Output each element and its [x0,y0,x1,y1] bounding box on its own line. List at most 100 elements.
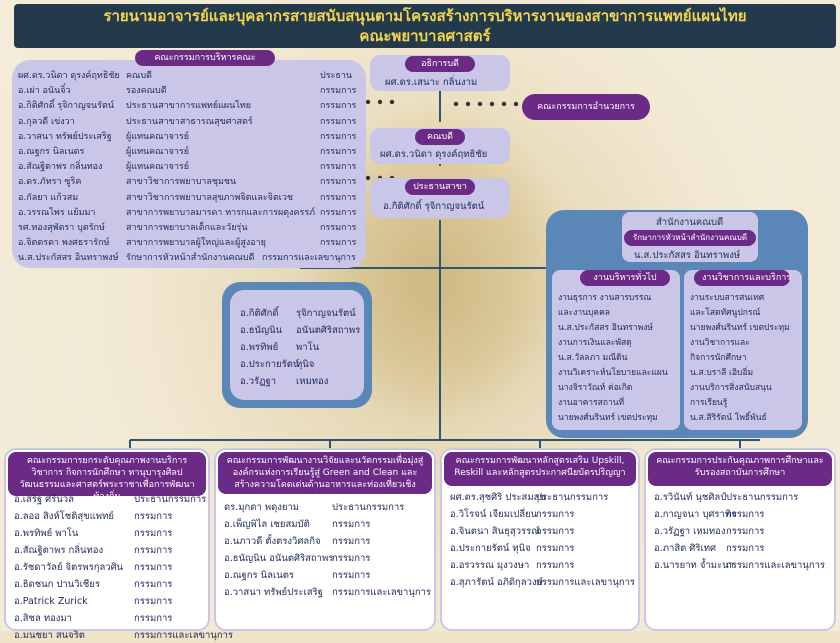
committee-member-name: อ.กาญจนา บุศราทิจ [654,509,737,520]
exec-member-position: รักษาการหัวหน้าสำนักงานคณบดี [126,253,255,264]
academic-item: นายพงศ์นรินทร์ เขตประทุม [690,323,790,333]
committee-member-name: ผศ.ดร.สุชศิริ ประสมสุข [450,492,546,503]
academic-item: น.ส.บราลี เอิบอิ่ม [690,368,754,378]
exec-member-name: อ.กัลยา แก้วสม [18,192,79,203]
exec-member-position: รองคณบดี [126,86,167,97]
general-item: งานอาคารสถานที่ [558,398,625,408]
chair-label: ประธานสาขา [405,179,475,195]
exec-member-role: กรรมการ [320,116,357,127]
exec-member-role: กรรมการ [320,177,357,188]
exec-member-role: กรรมการ [320,238,357,249]
exec-member-name: น.ส.ประกัสสร อินทราพงษ์ [18,253,119,264]
committee-member-name: อ.วิโรจน์ เจียมเปลี่ยน [450,509,538,520]
exec-member-name: อ.วาสนา ทรัพย์ประเสริฐ [18,131,112,142]
committee-member-name: อ.ณฐกร นิลเนตร [224,570,294,581]
committee-member-role: ประธานกรรมการ [134,494,207,505]
general-item: น.ส.วัลลภา มณีดิน [558,353,628,363]
exec-member-role: กรรมการและเลขานุการ [262,253,356,264]
committee-member-name: อ.วรัฏฐา เหมทอง [654,526,726,537]
executive-committee-panel [12,60,366,268]
committee-member-name: อ.อรวรรณ มุงวงษา [450,560,530,571]
exec-member-name: อ.ดร.ภัทรา ซูริค [18,177,82,188]
dean-office-subtitle: รักษาการหัวหน้าสำนักงานคณบดี [624,230,756,246]
committee-member-role: กรรมการ [134,579,173,590]
committee-member-name: ดร.มุกดา พดุงยาม [224,502,300,513]
faculty-member-first: อ.ธนัญนิน [240,325,283,336]
committee-member-name: อ.มนชยา สนจริต [14,630,85,641]
exec-member-role: กรรมการ [320,162,357,173]
dean-office-title: สำนักงานคณบดี [656,217,724,228]
committee-member-role: กรรมการ [134,596,173,607]
chair-name: อ.กิติศักดิ์ รุจิกาญจนรัตน์ [383,201,485,212]
faculty-member-first: อ.กิติศักดิ์ [240,308,279,319]
exec-member-name: อ.กุลวดี เข่งวา [18,116,75,127]
committee-member-role: กรรมการ [726,509,765,520]
faculty-member-last: เหมทอง [296,376,329,387]
committee-member-role: กรรมการ [536,526,575,537]
committee-member-name: อ.จินตนา สินธุสุวรรณ์ [450,526,541,537]
exec-member-position: ประธานสาขาการแพทย์แผนไทย [126,101,252,112]
committee-member-role: กรรมการและเลขานุการ [726,560,826,571]
exec-member-role: กรรมการ [320,147,357,157]
exec-member-name: อ.เผ่า อนันจิ๋ว [18,86,71,97]
committee-member-name: อ.พรทิพย์ พาโน [14,528,79,539]
committee-member-role: กรรมการและเลขานุการ [134,630,234,641]
exec-member-role: กรรมการ [320,192,357,203]
committee-member-name: อ.รวินันท์ นุชศิลป์ [654,492,727,503]
page-title: รายนามอาจารย์และบุคลากรสายสนับสนุนตามโคร… [103,7,747,25]
rector-name: ผศ.ดร.เสนาะ กลิ่นงาม [385,77,478,88]
exec-member-name: รศ.ทองสุพัตรา บุตรักษ์ [18,223,105,233]
committee-member-role: กรรมการ [536,509,575,520]
exec-member-position: ประธานสาขาสาธารณสุขศาสตร์ [126,116,253,127]
committee-member-name: อ.นารยาท จ้ำมะนา [654,560,734,571]
committee-member-role: กรรมการ [536,560,575,571]
page-subtitle: คณะพยาบาลศาสตร์ [359,27,491,45]
committee-header: คณะกรรมการพัฒนาหลักสูตรเสริม Upskill, Re… [444,452,636,486]
committee-member-role: กรรมการ [134,528,173,539]
committee-member-name: อ.Patrick Zurick [14,596,88,607]
general-item: น.ส.ประกัสสร อินทราพงษ์ [558,323,653,333]
exec-member-name: อ.วรรณไพร แย้มมา [18,207,96,218]
general-item: งานการเงินและพัสดุ [558,338,632,348]
committee-member-role: กรรมการ [134,562,173,573]
exec-member-position: ผู้แทนคณาจารย์ [126,147,190,157]
exec-member-role: กรรมการ [320,207,357,218]
page-title-banner: รายนามอาจารย์และบุคลากรสายสนับสนุนตามโคร… [14,4,836,48]
committee-member-role: กรรมการ [134,511,173,522]
committee-member-name: อ.ธนัญนิน อนันตศิริสถาพร [224,553,334,564]
exec-member-role: ประธาน [320,71,353,81]
exec-member-position: ผู้แทนคณาจารย์ [126,131,190,142]
committee-member-name: อ.ประกายรัตน์ ทุนิจ [450,543,531,554]
faculty-member-first: อ.ประกายรัตน์ [240,359,300,370]
committee-member-role: กรรมการ [332,536,371,547]
committee-member-name: อ.วาสนา ทรัพย์ประเสริฐ [224,587,323,598]
academic-item: งานระบบสารสนเทศ [690,293,765,303]
academic-item: กิจการนักศึกษา [690,353,747,363]
dean-label: คณบดี [415,129,465,145]
exec-member-position: คณบดี [126,71,152,81]
dean-office-head-name: น.ส.ประกัสสร อินทราพงษ์ [634,250,741,261]
general-admin-label: งานบริหารทั่วไป [580,270,670,286]
committee-member-role: กรรมการ [134,613,173,624]
faculty-members-inner [230,290,364,400]
general-item: งานธุรการ งานสารบรรณ [558,293,652,303]
committee-member-role: กรรมการ [536,543,575,554]
general-item: นางจิราวัณห์ ค่อเกิด [558,383,633,393]
committee-member-role: กรรมการ [134,545,173,556]
dean-name: ผศ.ดร.วนิดา ดุรงค์ฤทธิชัย [380,149,488,160]
committee-member-name: อ.เพ็ญพิไล เชยสมบัติ [224,519,310,530]
committee-member-name: อ.ภาสิต ศิริเทศ [654,543,716,554]
committee-member-role: ประธานกรรมการ [536,492,609,503]
exec-member-name: ผศ.ดร.วนิดา ดุรงค์ฤทธิชัย [18,71,120,81]
academic-item: งานบริการสิ่งสนับสนุน [690,383,772,393]
exec-member-name: อ.จิตตรดา พงศธรารักษ์ [18,238,110,249]
committee-member-name: อ.นภาวดี ตั้งตรงวิศลกิจ [224,536,321,547]
committee-member-role: กรรมการ [332,570,371,581]
exec-member-position: ผู้แทนคณาจารย์ [126,162,190,173]
executive-committee-header: คณะกรรมการบริหารคณะ [135,50,275,66]
exec-member-position: สาขาการพยาบาลเด็กและวัยรุ่น [126,223,248,233]
committee-member-name: อ.ลออ สิงห์โชติสุขแพทย์ [14,511,114,522]
exec-member-role: กรรมการ [320,86,357,97]
exec-member-name: อ.ณฐกร นิลเนตร [18,147,85,157]
